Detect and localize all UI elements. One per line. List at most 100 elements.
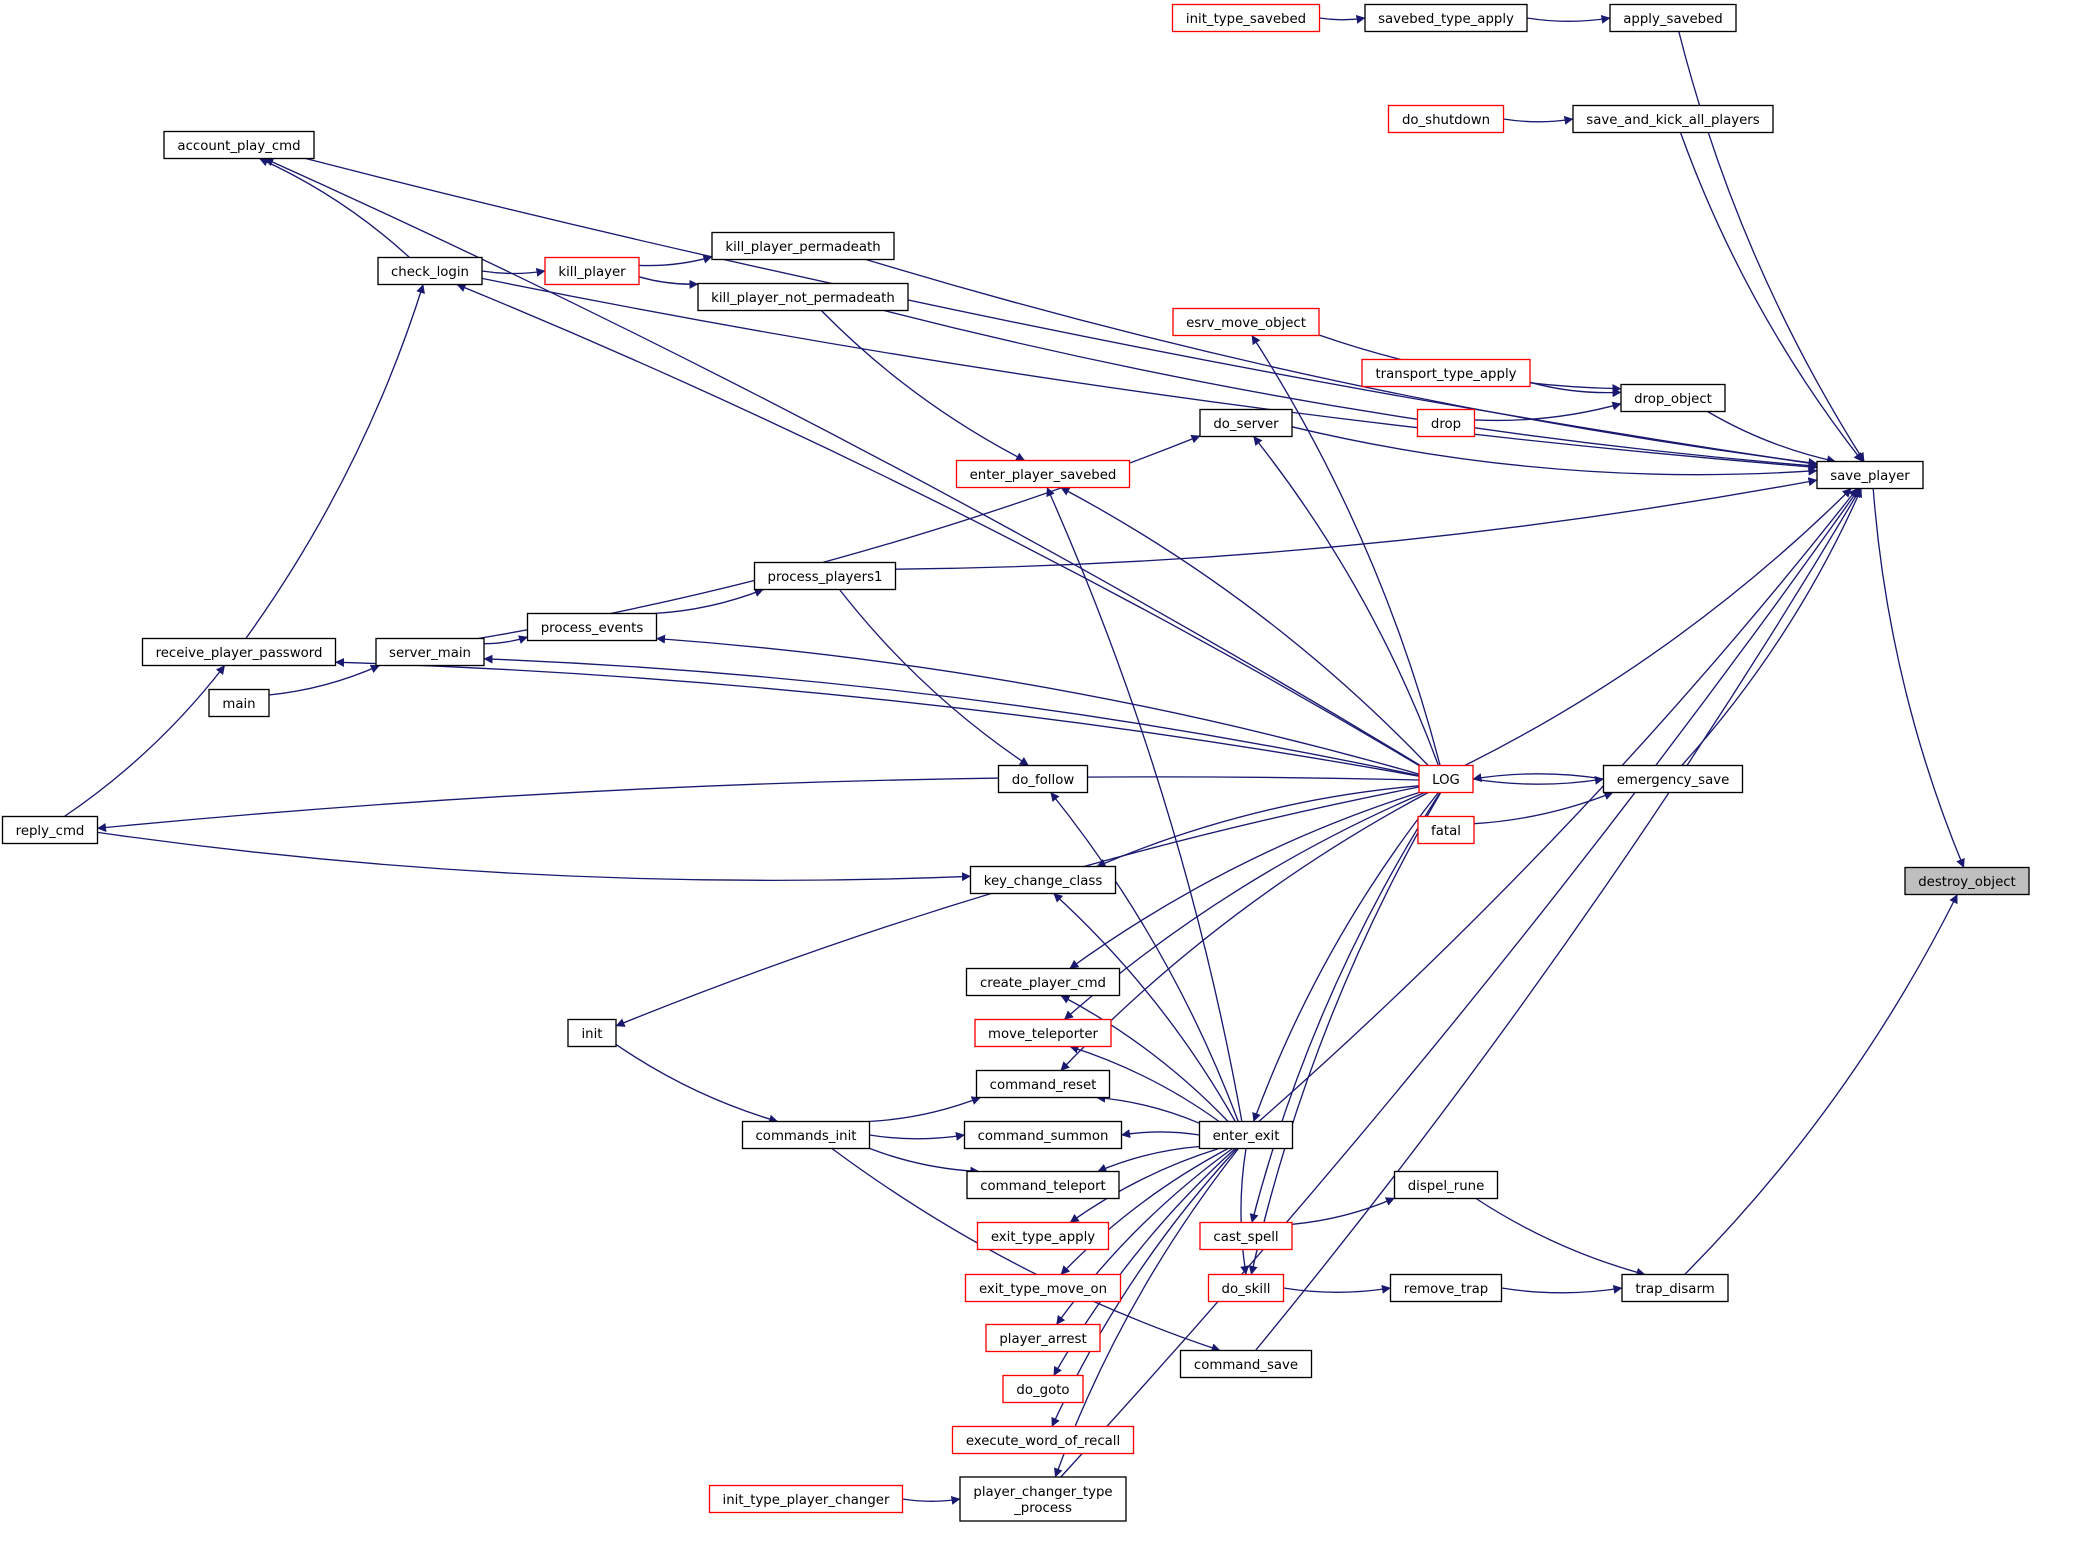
node-do_server[interactable]: do_server	[1199, 408, 1293, 438]
node-command_save[interactable]: command_save	[1179, 1349, 1313, 1379]
node-box	[567, 1018, 617, 1048]
edge	[1050, 792, 1239, 1122]
node-box	[708, 1484, 904, 1514]
node-main[interactable]: main	[208, 688, 270, 718]
node-box	[965, 967, 1121, 997]
node-receive_player_password[interactable]: receive_player_password	[141, 637, 337, 667]
edge	[1473, 791, 1614, 825]
node-box	[985, 1323, 1101, 1353]
edge	[1069, 791, 1420, 970]
node-player_arrest[interactable]: player_arrest	[985, 1323, 1101, 1353]
edge-main-to-server_main	[268, 664, 380, 696]
node-label: commands_init	[756, 1129, 857, 1144]
node-account_play_cmd[interactable]: account_play_cmd	[163, 130, 315, 160]
node-player_changer_type_process[interactable]: player_changer_type_process	[959, 1476, 1127, 1522]
edge	[245, 284, 425, 639]
node-enter_exit[interactable]: enter_exit	[1198, 1120, 1294, 1150]
node-LOG[interactable]: LOG	[1418, 764, 1474, 794]
node-label: process_players1	[768, 570, 883, 585]
node-init_type_savebed[interactable]: init_type_savebed	[1171, 3, 1321, 33]
node-box	[1364, 3, 1528, 33]
edge-LOG-to-do_skill	[1248, 792, 1442, 1275]
node-label: main	[222, 697, 255, 712]
node-init[interactable]: init	[567, 1018, 617, 1048]
node-box	[163, 130, 315, 160]
edge-server_main-to-process_events	[483, 635, 528, 645]
node-cast_spell[interactable]: cast_spell	[1199, 1221, 1293, 1251]
edge	[1251, 335, 1441, 766]
node-exit_type_apply[interactable]: exit_type_apply	[976, 1221, 1110, 1251]
node-drop[interactable]: drop	[1416, 408, 1476, 438]
edge	[483, 635, 528, 645]
node-execute_word_of_recall[interactable]: execute_word_of_recall	[951, 1425, 1135, 1455]
edge	[481, 267, 546, 277]
node-save_and_kick_all_players[interactable]: save_and_kick_all_players	[1572, 104, 1774, 134]
edge-player_changer_type_process-to-save_player	[1060, 488, 1860, 1478]
node-do_shutdown[interactable]: do_shutdown	[1387, 104, 1505, 134]
edge-check_login-to-kill_player	[481, 267, 546, 277]
edge	[483, 654, 1420, 777]
node-command_teleport[interactable]: command_teleport	[966, 1170, 1120, 1200]
node-savebed_type_apply[interactable]: savebed_type_apply	[1364, 3, 1528, 33]
node-reply_cmd[interactable]: reply_cmd	[1, 815, 99, 845]
node-box	[975, 1069, 1111, 1099]
edge-LOG-to-save_player	[1464, 488, 1852, 767]
node-trap_disarm[interactable]: trap_disarm	[1621, 1273, 1729, 1303]
node-drop_object[interactable]: drop_object	[1620, 383, 1726, 413]
node-dispel_rune[interactable]: dispel_rune	[1393, 1170, 1499, 1200]
node-kill_player_permadeath[interactable]: kill_player_permadeath	[711, 231, 895, 261]
node-do_follow[interactable]: do_follow	[997, 764, 1089, 794]
edge-cast_spell-to-dispel_rune	[1291, 1197, 1395, 1225]
node-do_goto[interactable]: do_goto	[1002, 1374, 1084, 1404]
edge-enter_exit-to-command_summon	[1121, 1129, 1200, 1139]
edge-commands_init-to-command_summon	[869, 1131, 965, 1141]
node-command_summon[interactable]: command_summon	[963, 1120, 1123, 1150]
node-commands_init[interactable]: commands_init	[741, 1120, 871, 1150]
node-transport_type_apply[interactable]: transport_type_apply	[1361, 358, 1531, 388]
node-box	[1393, 1170, 1499, 1200]
node-server_main[interactable]: server_main	[375, 637, 485, 667]
node-label: emergency_save	[1617, 773, 1730, 788]
node-box	[964, 1273, 1122, 1303]
edge	[1069, 1044, 1220, 1123]
node-esrv_move_object[interactable]: esrv_move_object	[1172, 307, 1320, 337]
node-process_players1[interactable]: process_players1	[753, 561, 897, 591]
node-box	[1904, 866, 2030, 896]
node-move_teleporter[interactable]: move_teleporter	[974, 1018, 1112, 1048]
node-kill_player[interactable]: kill_player	[544, 256, 640, 286]
edge-fatal-to-emergency_save	[1473, 791, 1614, 825]
node-label: dispel_rune	[1408, 1179, 1485, 1194]
node-label: do_skill	[1222, 1282, 1271, 1297]
node-init_type_player_changer[interactable]: init_type_player_changer	[708, 1484, 904, 1514]
edge	[883, 309, 1818, 470]
node-check_login[interactable]: check_login	[377, 256, 483, 286]
node-box	[208, 688, 270, 718]
node-fatal[interactable]: fatal	[1417, 815, 1475, 845]
node-enter_player_savebed[interactable]: enter_player_savebed	[955, 459, 1131, 489]
edge	[335, 657, 1420, 777]
node-emergency_save[interactable]: emergency_save	[1602, 764, 1744, 794]
node-do_skill[interactable]: do_skill	[1207, 1273, 1285, 1303]
edge	[656, 634, 1420, 775]
node-create_player_cmd[interactable]: create_player_cmd	[965, 967, 1121, 997]
node-label: init_type_player_changer	[723, 1493, 890, 1508]
node-apply_savebed[interactable]: apply_savebed	[1609, 3, 1737, 33]
edge	[259, 157, 410, 258]
edge	[1501, 1284, 1623, 1294]
node-process_events[interactable]: process_events	[526, 612, 658, 642]
node-kill_player_not_permadeath[interactable]: kill_player_not_permadeath	[697, 282, 909, 312]
node-label: player_changer_type	[973, 1485, 1112, 1500]
edge-kill_player_permadeath-to-save_player	[865, 258, 1818, 467]
node-exit_type_move_on[interactable]: exit_type_move_on	[964, 1273, 1122, 1303]
node-save_player[interactable]: save_player	[1816, 460, 1924, 490]
node-remove_trap[interactable]: remove_trap	[1389, 1273, 1503, 1303]
node-key_change_class[interactable]: key_change_class	[969, 865, 1117, 895]
edge-do_server-to-save_player	[1291, 426, 1818, 476]
edge-LOG-to-process_events	[656, 634, 1420, 775]
node-label: kill_player_not_permadeath	[711, 291, 895, 306]
edge	[1291, 426, 1818, 476]
edge	[615, 1043, 779, 1124]
edge	[1254, 488, 1862, 1351]
node-command_reset[interactable]: command_reset	[975, 1069, 1111, 1099]
node-destroy_object[interactable]: destroy_object	[1904, 866, 2030, 896]
